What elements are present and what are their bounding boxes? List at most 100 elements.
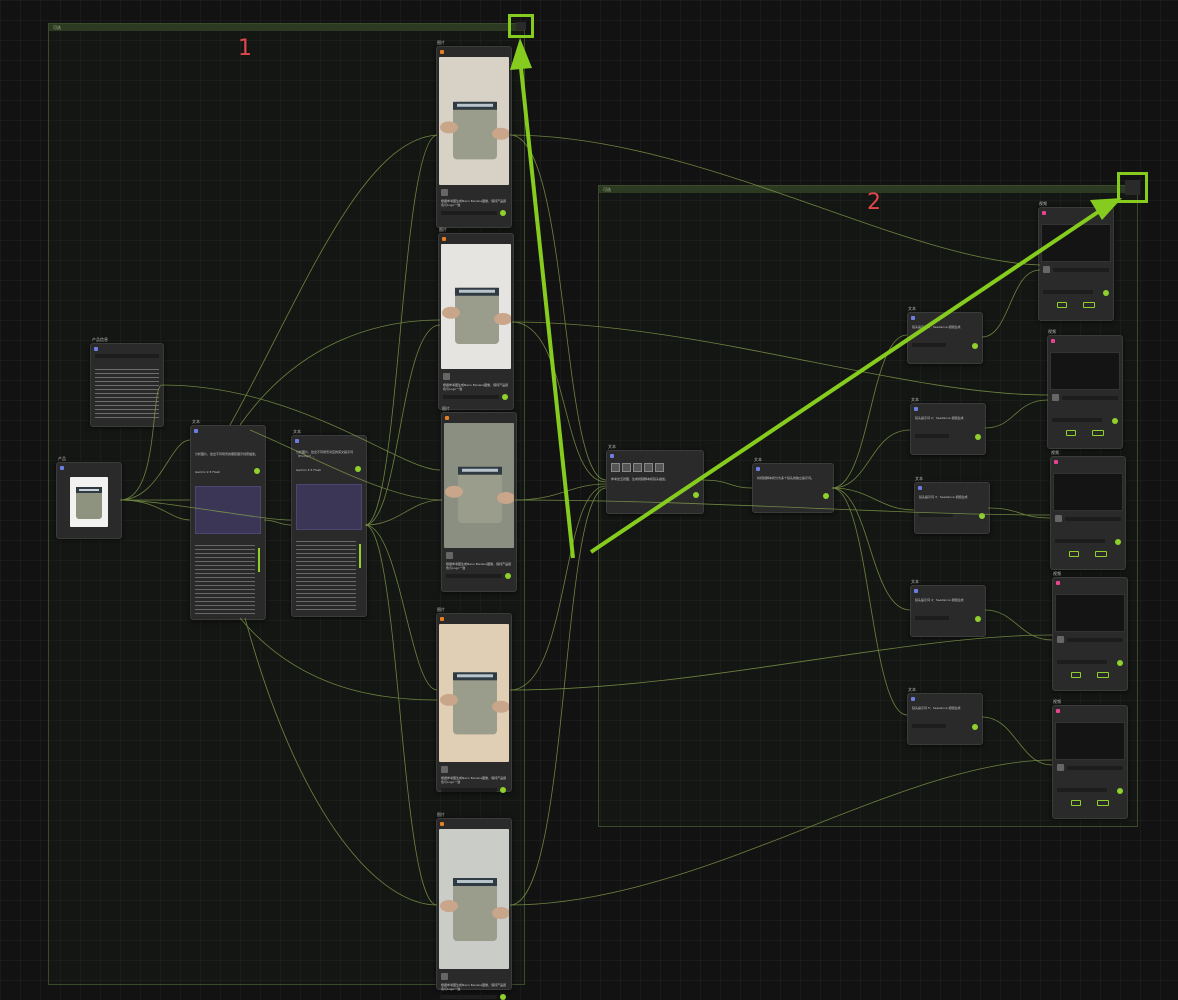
video-model-select[interactable] (1057, 660, 1107, 664)
run-video-button[interactable] (1115, 539, 1121, 545)
run-group-1-icon[interactable] (516, 22, 526, 30)
video-model-select[interactable] (1055, 539, 1105, 543)
video-prompt-field[interactable] (1053, 268, 1109, 272)
video-preview[interactable] (1050, 352, 1120, 390)
shot-prompt-node[interactable]: 镜头提示词 3：Seedance 视频生成 (914, 482, 990, 534)
duration-option[interactable] (1071, 672, 1081, 678)
run-prompt-button[interactable] (975, 616, 981, 622)
shot-prompt-node[interactable]: 镜头提示词 2：Seedance 视频生成 (910, 403, 986, 455)
image-node-title: 图片 (437, 812, 445, 817)
run-image-gen-button[interactable] (500, 787, 506, 793)
image-gen-options[interactable] (441, 211, 497, 215)
resolution-option[interactable] (1097, 800, 1109, 806)
video-prompt-field[interactable] (1067, 638, 1123, 642)
resolution-option[interactable] (1097, 672, 1109, 678)
scroll-indicator[interactable] (359, 544, 361, 568)
image-gen-node[interactable]: 根据参考图生成Nano Banana图像，保持产品颜色与Logo一致 (441, 412, 517, 592)
llm-a-model[interactable]: Gemini 2.5 Flash (195, 470, 221, 474)
resolution-option[interactable] (1083, 302, 1095, 308)
image-gen-node[interactable]: 根据参考图生成Nano Banana图像，保持产品颜色与Logo一致 (436, 818, 512, 1000)
resolution-option[interactable] (1095, 551, 1107, 557)
run-llm-a-button[interactable] (254, 468, 260, 474)
video-prompt-field[interactable] (1067, 766, 1123, 770)
model-select[interactable] (915, 616, 949, 620)
video-preview[interactable] (1041, 224, 1111, 262)
video-prompt-field[interactable] (1065, 517, 1121, 521)
video-gen-node[interactable] (1047, 335, 1123, 449)
generated-image[interactable] (444, 423, 514, 548)
generated-image[interactable] (439, 57, 509, 185)
video-type-icon (1051, 339, 1055, 343)
image-gen-node[interactable]: 根据参考图生成Nano Banana图像，保持产品颜色与Logo一致 (438, 233, 514, 410)
run-prompt-button[interactable] (975, 434, 981, 440)
video-gen-node[interactable] (1052, 577, 1128, 691)
llm-a-node[interactable]: 分析图片，给出不同场景的服装展示创意描述。 Gemini 2.5 Flash (190, 425, 266, 620)
generated-image[interactable] (439, 829, 509, 969)
image-gen-options[interactable] (441, 788, 497, 792)
run-image-gen-button[interactable] (502, 394, 508, 400)
llm-b-thinking-panel (296, 484, 362, 530)
splitter-node[interactable]: 将视频脚本拆分为多个镜头的独立提示词。 (752, 463, 834, 513)
video-node-title: 视频 (1039, 201, 1047, 206)
video-gen-node[interactable] (1050, 456, 1126, 570)
product-image-node[interactable] (56, 462, 122, 539)
image-gen-node[interactable]: 根据参考图生成Nano Banana图像，保持产品颜色与Logo一致 (436, 46, 512, 228)
video-preview[interactable] (1055, 594, 1125, 632)
run-prompt-button[interactable] (972, 724, 978, 730)
shot-prompt-node[interactable]: 镜头提示词 5：Seedance 视频生成 (907, 693, 983, 745)
generated-image[interactable] (441, 244, 511, 369)
model-select[interactable] (912, 724, 946, 728)
image-gen-options[interactable] (446, 574, 502, 578)
video-model-select[interactable] (1052, 418, 1102, 422)
reference-thumb-icon (1057, 764, 1064, 771)
group-2-number: 2 (867, 190, 881, 215)
group-1-run-button-highlight[interactable] (508, 14, 534, 38)
product-info-node[interactable] (90, 343, 164, 427)
image-gen-options[interactable] (441, 995, 497, 999)
video-gen-node[interactable] (1038, 207, 1114, 321)
llm-a-output (195, 544, 255, 614)
run-llm-b-button[interactable] (355, 466, 361, 472)
run-splitter-button[interactable] (823, 493, 829, 499)
reference-thumbnails (611, 463, 664, 472)
shot-prompt-node[interactable]: 镜头提示词 4：Seedance 视频生成 (910, 585, 986, 637)
image-gen-options[interactable] (443, 395, 499, 399)
video-model-select[interactable] (1057, 788, 1107, 792)
product-info-body (95, 368, 159, 418)
run-group-2-icon[interactable] (1125, 180, 1140, 195)
llm-b-node[interactable]: 分析图片，给出不同场景对应的英文提示词（Prompt）。 Gemini 2.5 … (291, 435, 367, 617)
video-preview[interactable] (1053, 473, 1123, 511)
llm-b-model[interactable]: Gemini 2.5 Flash (296, 468, 322, 472)
video-preview[interactable] (1055, 722, 1125, 760)
run-image-gen-button[interactable] (500, 994, 506, 1000)
collect-node[interactable]: 参考这五张图，生成视频脚本和镜头描述。 (606, 450, 704, 514)
run-video-button[interactable] (1117, 788, 1123, 794)
duration-option[interactable] (1071, 800, 1081, 806)
run-image-gen-button[interactable] (505, 573, 511, 579)
run-image-gen-button[interactable] (500, 210, 506, 216)
shot-prompt-node[interactable]: 镜头提示词 1：Seedance 视频生成 (907, 312, 983, 364)
run-collect-button[interactable] (693, 492, 699, 498)
run-video-button[interactable] (1112, 418, 1118, 424)
image-gen-type-icon (445, 416, 449, 420)
run-video-button[interactable] (1103, 290, 1109, 296)
video-gen-node[interactable] (1052, 705, 1128, 819)
run-prompt-button[interactable] (979, 513, 985, 519)
model-select[interactable] (919, 513, 953, 517)
resolution-option[interactable] (1092, 430, 1104, 436)
generated-image[interactable] (439, 624, 509, 762)
video-prompt-field[interactable] (1062, 396, 1118, 400)
run-prompt-button[interactable] (972, 343, 978, 349)
run-video-button[interactable] (1117, 660, 1123, 666)
duration-option[interactable] (1057, 302, 1067, 308)
model-select[interactable] (912, 343, 946, 347)
model-select[interactable] (915, 434, 949, 438)
duration-option[interactable] (1066, 430, 1076, 436)
scroll-indicator[interactable] (258, 548, 260, 572)
image-gen-node[interactable]: 根据参考图生成Nano Banana图像，保持产品颜色与Logo一致 (436, 613, 512, 793)
video-model-select[interactable] (1043, 290, 1093, 294)
duration-option[interactable] (1069, 551, 1079, 557)
text-type-icon (194, 429, 198, 433)
group-2-run-button-highlight[interactable] (1117, 172, 1148, 203)
